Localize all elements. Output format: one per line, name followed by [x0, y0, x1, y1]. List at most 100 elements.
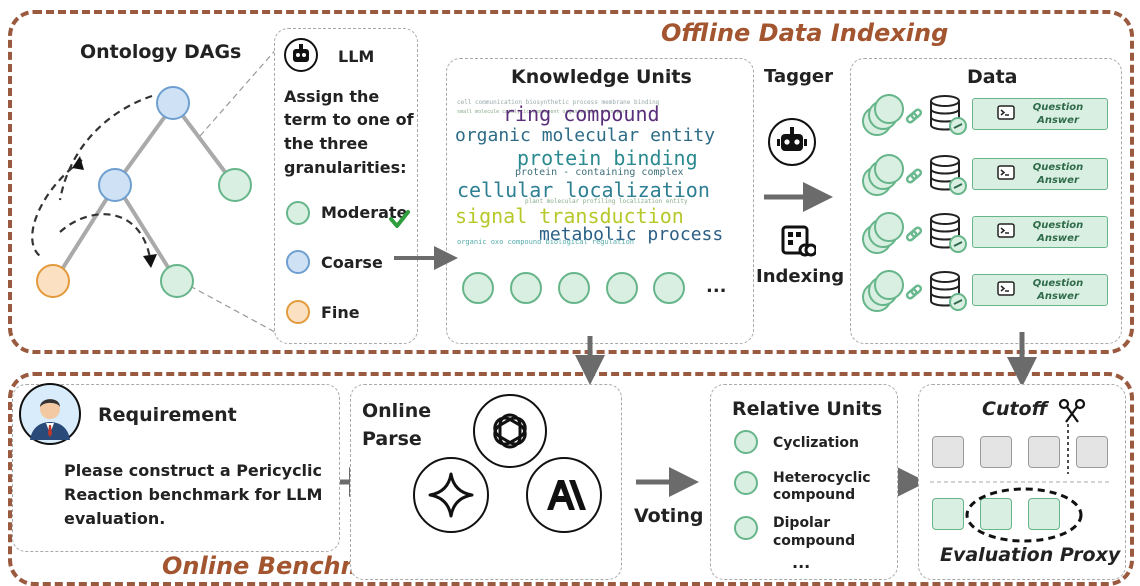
- voting-label: Voting: [634, 505, 704, 527]
- llm-title: LLM: [338, 47, 375, 66]
- knowledge-units-ellipsis: ...: [706, 276, 727, 297]
- robot-icon: [768, 118, 816, 166]
- relative-unit-dot-1: [734, 430, 758, 454]
- option-coarse-dot: [286, 250, 310, 274]
- terminal-icon: [997, 165, 1015, 180]
- llm-instruction-line3: the three: [284, 134, 369, 153]
- dag-node-coarse-root: [156, 86, 190, 120]
- terminal-icon: [997, 223, 1015, 238]
- qa-question: Question: [1032, 162, 1084, 173]
- requirement-text-line2: Reaction benchmark for LLM: [64, 485, 323, 504]
- scissors-icon: [1058, 398, 1086, 423]
- qa-question: Question: [1032, 278, 1084, 289]
- option-moderate-label: Moderate: [321, 203, 408, 222]
- qa-question: Question: [1032, 220, 1084, 231]
- data-unit-dot: [874, 154, 904, 184]
- relative-unit-label-2b: compound: [773, 487, 856, 503]
- proxy-box-1: [932, 498, 964, 530]
- indexing-label: Indexing: [756, 266, 845, 287]
- database-icon: [930, 213, 967, 253]
- option-moderate-dot: [286, 201, 310, 225]
- person-avatar-icon: [19, 383, 81, 445]
- dag-node-moderate-right: [218, 168, 252, 202]
- ontology-title: Ontology DAGs: [80, 41, 242, 63]
- offline-stage-title: Offline Data Indexing: [655, 19, 955, 47]
- wordcloud-protein-containing-complex: protein - containing complex: [515, 167, 684, 178]
- proxy-box-2: [980, 498, 1012, 530]
- qa-answer: Answer: [1037, 175, 1079, 186]
- dag-node-moderate-bottom: [160, 264, 194, 298]
- relative-unit-label-3a: Dipolar: [773, 515, 831, 531]
- option-fine-dot: [286, 300, 310, 324]
- cutoff-title: Cutoff: [982, 398, 1048, 420]
- knowledge-unit-dot-4: [606, 272, 638, 304]
- terminal-icon: [997, 281, 1015, 296]
- online-stage-box: [8, 372, 1134, 586]
- link-icon: [905, 226, 923, 242]
- knowledge-unit-dot-5: [653, 272, 685, 304]
- wordcloud-organic-molecular-entity: organic molecular entity: [455, 125, 716, 146]
- cutoff-divider: [930, 481, 1112, 483]
- tagger-label: Tagger: [764, 66, 833, 87]
- knowledge-units-title: Knowledge Units: [511, 66, 692, 88]
- check-icon: [389, 210, 410, 228]
- gemini-logo-icon: [413, 457, 489, 533]
- candidate-box-4: [1076, 436, 1108, 468]
- cut-line: [1067, 424, 1069, 474]
- llm-instruction-line4: granularities:: [284, 158, 407, 177]
- dag-node-fine: [36, 264, 70, 298]
- indexing-icon: [781, 225, 816, 257]
- wordcloud-metabolic-process: metabolic process: [539, 224, 724, 245]
- data-unit-dot: [874, 270, 904, 300]
- relative-unit-dot-3: [734, 516, 758, 540]
- relative-unit-dot-2: [734, 471, 758, 495]
- relative-units-ellipsis: ...: [792, 553, 811, 572]
- terminal-icon: [997, 105, 1015, 120]
- online-parse-line1: Online: [362, 400, 432, 422]
- requirement-title: Requirement: [98, 404, 237, 426]
- knowledge-unit-dot-3: [558, 272, 590, 304]
- evaluation-proxy-label: Evaluation Proxy: [940, 544, 1121, 566]
- dag-node-coarse-mid: [98, 168, 132, 202]
- relative-units-title: Relative Units: [732, 398, 883, 420]
- knowledge-units-panel: [446, 58, 754, 344]
- candidate-box-2: [980, 436, 1012, 468]
- candidate-box-1: [932, 436, 964, 468]
- knowledge-unit-dot-1: [462, 272, 494, 304]
- option-coarse-label: Coarse: [321, 253, 383, 272]
- qa-question: Question: [1032, 102, 1084, 113]
- robot-icon: [284, 38, 318, 72]
- wordcloud-signal-transduction: signal transduction: [455, 204, 684, 228]
- qa-answer: Answer: [1037, 115, 1079, 126]
- data-unit-dot: [874, 212, 904, 242]
- proxy-ellipse: [965, 487, 1083, 543]
- database-icon: [930, 95, 967, 135]
- data-unit-dot: [874, 94, 904, 124]
- requirement-text-line1: Please construct a Pericyclic: [64, 461, 322, 480]
- knowledge-unit-dot-2: [510, 272, 542, 304]
- wordcloud-protein-binding: protein binding: [517, 146, 698, 170]
- requirement-text-line3: evaluation.: [64, 509, 166, 528]
- candidate-box-3: [1028, 436, 1060, 468]
- database-icon: [930, 155, 967, 195]
- relative-unit-label-2a: Heterocyclic: [773, 470, 871, 486]
- data-title: Data: [967, 66, 1018, 88]
- qa-answer: Answer: [1037, 291, 1079, 302]
- database-icon: [930, 271, 967, 311]
- llm-panel: [274, 28, 418, 344]
- wordcloud-cellular-localization: cellular localization: [457, 178, 710, 202]
- openai-logo-icon: [473, 394, 547, 468]
- llm-instruction-line1: Assign the: [284, 87, 380, 106]
- llm-instruction-line2: term to one of: [284, 110, 414, 129]
- relative-unit-label-1: Cyclization: [773, 435, 859, 451]
- qa-answer: Answer: [1037, 233, 1079, 244]
- offline-stage-box: [8, 10, 1134, 354]
- online-parse-line2: Parse: [362, 428, 422, 450]
- proxy-box-3: [1028, 498, 1060, 530]
- relative-unit-label-3b: compound: [773, 533, 856, 549]
- link-icon: [905, 108, 923, 124]
